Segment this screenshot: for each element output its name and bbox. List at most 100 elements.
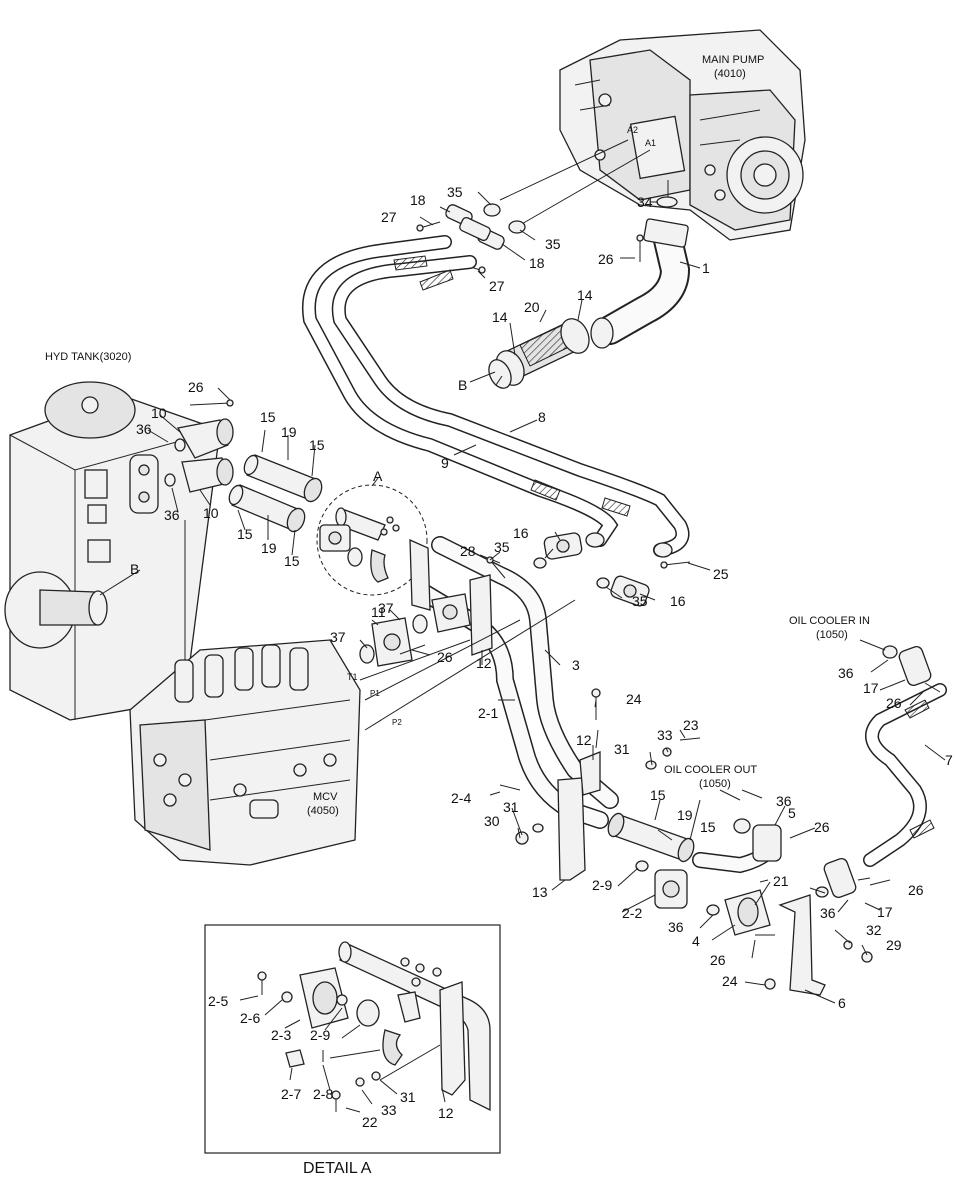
callout-37-lower: 37 <box>330 629 346 645</box>
suction-hose-20 <box>488 318 590 389</box>
callout-36-tank-lower: 36 <box>164 507 180 523</box>
detail-callout-2-5: 2-5 <box>208 993 228 1009</box>
hose-19-right <box>607 812 782 874</box>
callout-6: 6 <box>838 995 846 1011</box>
callout-2-2: 2-2 <box>622 905 642 921</box>
callout-28: 28 <box>460 543 476 559</box>
callout-27-lower: 27 <box>489 278 505 294</box>
tube-4 <box>724 889 771 936</box>
callout-36-flange2-2: 36 <box>668 919 684 935</box>
callout-11: 11 <box>371 604 386 620</box>
hose-19-upper <box>243 454 323 503</box>
callout-31-upper: 31 <box>614 741 630 757</box>
callout-14-left: 14 <box>492 309 508 325</box>
hose-7 <box>863 683 947 867</box>
detail-callout-31: 31 <box>400 1089 416 1105</box>
o-ring-35-mid <box>533 557 547 569</box>
oil-cooler-out-code: (1050) <box>699 778 731 790</box>
callout-26-flange: 26 <box>437 649 453 665</box>
callout-25: 25 <box>713 566 729 582</box>
callout-35-mid: 35 <box>545 236 561 252</box>
callout-8: 8 <box>538 409 546 425</box>
callout-15-d: 15 <box>284 553 300 569</box>
detail-a-callout: A <box>373 468 383 484</box>
oil-cooler-out-label: OIL COOLER OUT <box>664 764 757 776</box>
callout-7: 7 <box>945 752 953 768</box>
callout-35-right: 35 <box>632 593 648 609</box>
main-pump-code: (4010) <box>714 68 746 80</box>
detail-callout-22: 22 <box>362 1114 378 1130</box>
o-ring-34 <box>656 196 678 208</box>
callout-20: 20 <box>524 299 540 315</box>
detail-callout-2-9: 2-9 <box>310 1027 330 1043</box>
bracket-13 <box>557 751 601 881</box>
callout-15-c: 15 <box>237 526 253 542</box>
callout-15-a: 15 <box>260 409 276 425</box>
suction-pipe-1 <box>590 218 691 349</box>
oil-cooler-in-label: OIL COOLER IN <box>789 615 870 627</box>
ref-b-hose: B <box>458 377 467 393</box>
callout-2-1: 2-1 <box>478 705 498 721</box>
callout-27-upper: 27 <box>381 209 397 225</box>
component-labels: MAIN PUMP (4010) A2 A1 HYD TANK(3020) MC… <box>45 54 870 1177</box>
oil-cooler-in-code: (1050) <box>816 629 848 641</box>
hose-9 <box>301 235 619 547</box>
callout-15-e: 15 <box>650 787 666 803</box>
o-ring-35-upper <box>483 203 501 217</box>
callout-26-tank: 26 <box>188 379 204 395</box>
hose-19-lower <box>228 484 306 533</box>
callout-19-a: 19 <box>281 424 297 440</box>
callout-35-top: 35 <box>447 184 463 200</box>
split-flange-18 <box>445 204 505 250</box>
callout-13: 13 <box>532 884 548 900</box>
callout-30: 30 <box>484 813 500 829</box>
bolt-26-pump <box>636 234 644 262</box>
callout-33: 33 <box>657 727 673 743</box>
callout-10-upper: 10 <box>151 405 167 421</box>
callout-36-cooler-in: 36 <box>838 665 854 681</box>
split-flange-16 <box>543 532 650 607</box>
callout-15-f: 15 <box>700 819 716 835</box>
mcv-label: MCV <box>313 791 338 803</box>
port-a2: A2 <box>627 125 638 135</box>
callout-12-upper: 12 <box>476 655 492 671</box>
callout-34: 34 <box>637 194 653 210</box>
detail-callout-33: 33 <box>381 1102 397 1118</box>
callout-16-left: 16 <box>513 525 529 541</box>
callout-17-lower: 17 <box>877 904 893 920</box>
callout-19-c: 19 <box>677 807 693 823</box>
callout-4: 4 <box>692 933 700 949</box>
callout-2-9: 2-9 <box>592 877 612 893</box>
callout-18-lower: 18 <box>529 255 545 271</box>
port-p2: P2 <box>392 718 402 727</box>
leader-lines <box>99 191 946 1113</box>
callout-10-lower: 10 <box>203 505 219 521</box>
callout-24-upper: 24 <box>626 691 642 707</box>
callout-19-b: 19 <box>261 540 277 556</box>
flange-2-2 <box>654 869 688 909</box>
detail-callout-2-7: 2-7 <box>281 1086 301 1102</box>
callout-1: 1 <box>702 260 710 276</box>
detail-a-parts <box>319 507 400 583</box>
flange-11 <box>371 593 471 667</box>
part-callouts: 1 2-1 2-2 2-4 2-9 3 4 5 6 7 8 9 10 10 11… <box>136 184 953 1011</box>
callout-5: 5 <box>788 805 796 821</box>
detail-a-enlarged <box>257 941 491 1112</box>
bracket-6 <box>778 894 826 996</box>
callout-26-tube5: 26 <box>814 819 830 835</box>
detail-a-boundary <box>316 484 428 596</box>
callout-37-upper: 37 <box>378 600 394 616</box>
split-flange-17 <box>823 646 932 898</box>
o-ring-35-right <box>596 577 610 589</box>
pipe-3 <box>431 536 619 809</box>
hyd-tank-label: HYD TANK(3020) <box>45 351 131 363</box>
bracket-12-upper <box>409 538 493 656</box>
callout-32: 32 <box>866 922 882 938</box>
callout-26-pump: 26 <box>598 251 614 267</box>
detail-a-title: DETAIL A <box>303 1160 372 1177</box>
hose-8 <box>331 255 690 557</box>
callout-24-lower: 24 <box>722 973 738 989</box>
callout-36-tank-upper: 36 <box>136 421 152 437</box>
elbow-10 <box>129 399 234 514</box>
